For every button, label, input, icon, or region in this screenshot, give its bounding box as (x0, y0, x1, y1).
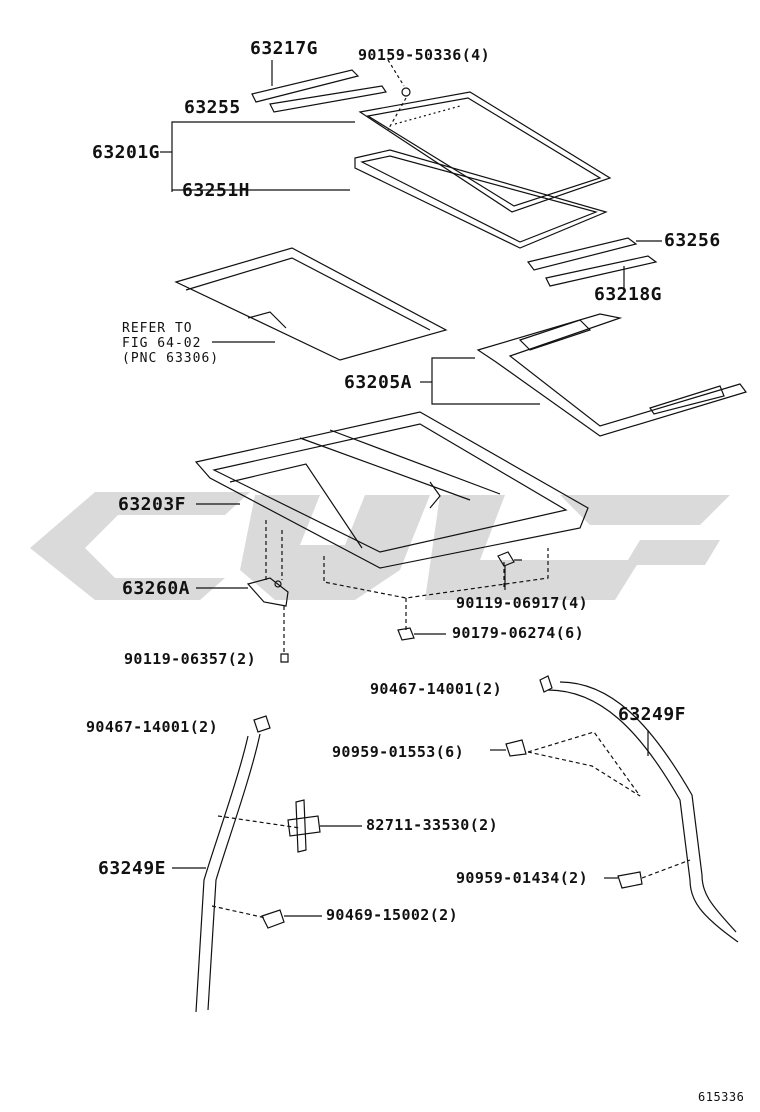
part-90159-50336 (387, 59, 411, 131)
refer-note-line3: (PNC 63306) (122, 351, 220, 366)
label-63260A: 63260A (122, 578, 191, 599)
part-90119-06917 (497, 551, 522, 590)
part-63256 (526, 237, 662, 271)
label-63217G: 63217G (250, 38, 319, 59)
figure-number: 615336 (698, 1090, 745, 1104)
part-63205A-frame (420, 313, 747, 437)
part-90179-06274 (397, 627, 446, 641)
label-63251H: 63251H (182, 180, 251, 201)
label-90119-06357: 90119-06357(2) (124, 650, 257, 668)
label-90959-01434: 90959-01434(2) (456, 869, 589, 887)
part-63249F-hose (527, 681, 739, 943)
label-63249F: 63249F (618, 704, 687, 725)
part-sunshade (174, 247, 448, 361)
label-63205A: 63205A (344, 372, 413, 393)
label-90159-50336: 90159-50336(4) (358, 46, 491, 64)
label-90467-14001-right: 90467-14001(2) (370, 680, 503, 698)
label-90469-15002: 90469-15002(2) (326, 906, 459, 924)
refer-note-line2: FIG 64-02 (122, 336, 202, 351)
part-63249E-hose (172, 733, 301, 1013)
part-63260A (196, 577, 289, 607)
part-63203F-housing (194, 411, 589, 569)
part-90119-06357 (280, 653, 289, 663)
label-63218G: 63218G (594, 284, 663, 305)
leader-dashed-housing (265, 520, 549, 654)
part-90959-01553-clamp (490, 739, 527, 757)
label-63255: 63255 (184, 97, 241, 118)
label-90179-06274: 90179-06274(6) (452, 624, 585, 642)
part-90467-14001-right-clip (539, 675, 553, 693)
part-63217G (251, 60, 360, 103)
part-82711-33530-clamp (287, 799, 362, 853)
part-63255 (269, 85, 388, 113)
bracket-63201G (160, 121, 355, 192)
label-63203F: 63203F (118, 494, 187, 515)
label-90959-01553: 90959-01553(6) (332, 743, 465, 761)
part-90959-01434-clamp (604, 871, 643, 889)
watermark-logo (30, 492, 730, 600)
label-90119-06917: 90119-06917(4) (456, 594, 589, 612)
part-90467-14001-left-clip (253, 715, 271, 733)
part-90469-15002-clip (261, 909, 322, 929)
label-63256: 63256 (664, 230, 721, 251)
refer-note-line1: REFER TO (122, 321, 193, 336)
part-63218G (545, 255, 658, 290)
label-63249E: 63249E (98, 858, 167, 879)
label-63201G: 63201G (92, 142, 161, 163)
label-90467-14001-left: 90467-14001(2) (86, 718, 219, 736)
label-82711-33530: 82711-33530(2) (366, 816, 499, 834)
part-63251H-seal (354, 149, 608, 249)
